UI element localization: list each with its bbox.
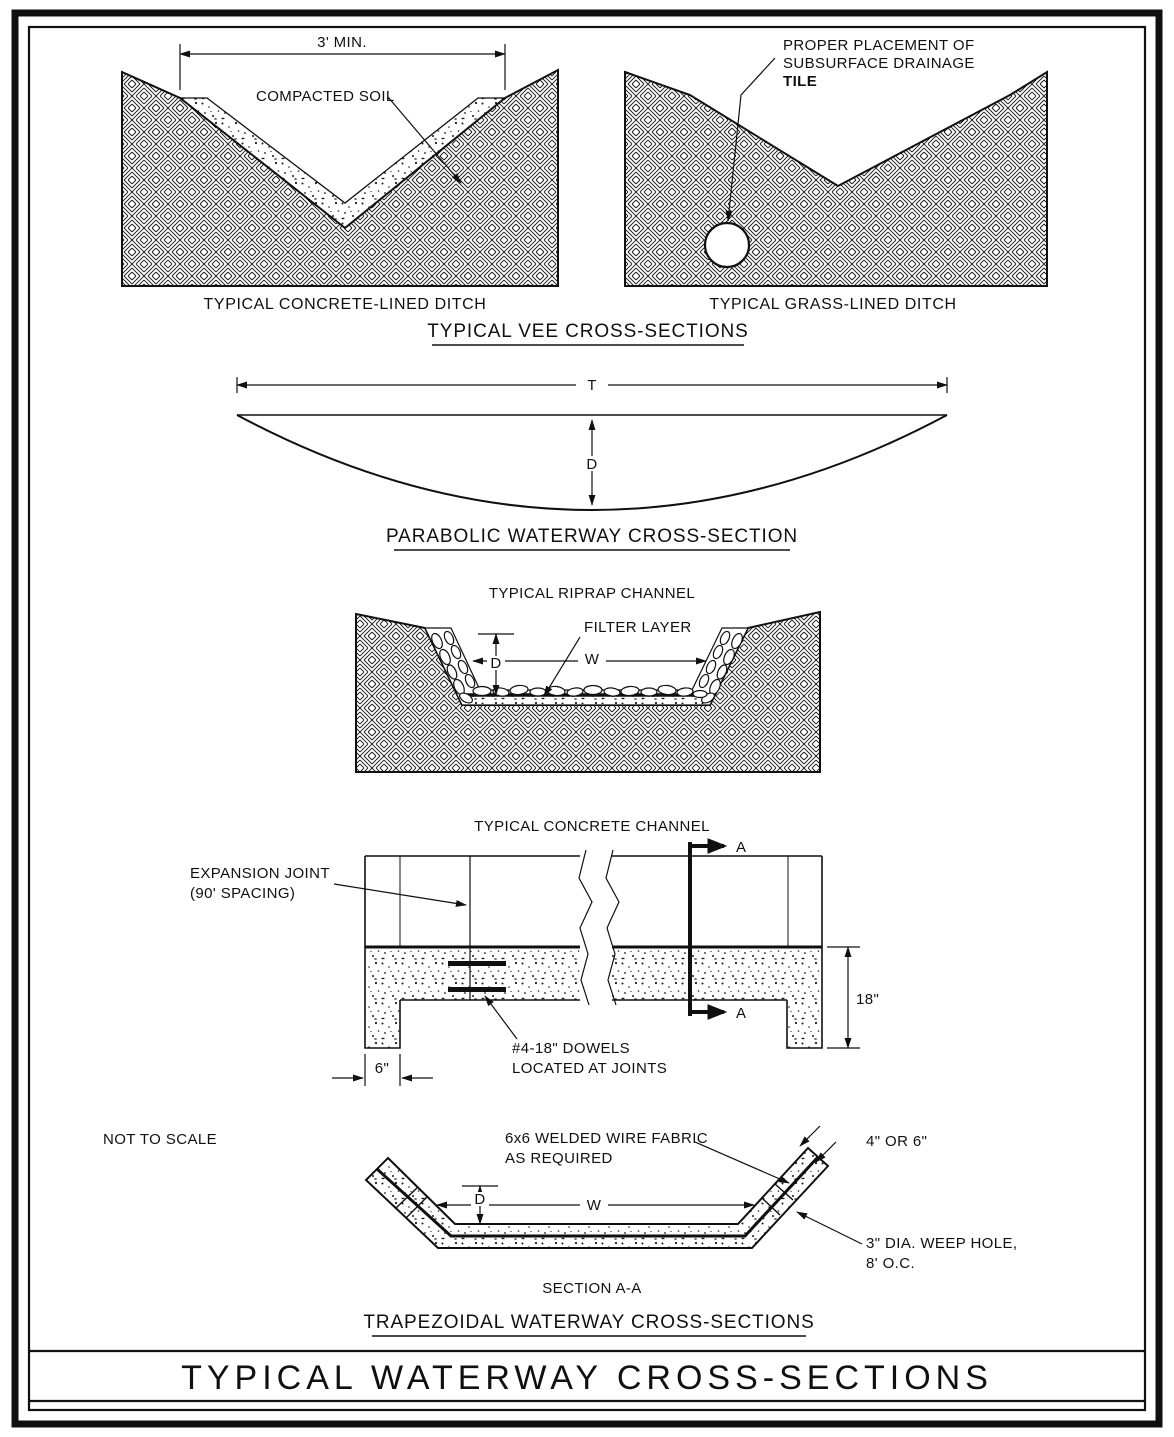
vee-title-text: TYPICAL VEE CROSS-SECTIONS: [427, 321, 748, 342]
label-gap: [580, 1197, 608, 1212]
riprap-title: TYPICAL RIPRAP CHANNEL: [489, 585, 695, 602]
concrete-lining: [178, 97, 507, 229]
slab-thickness-callout: 4" OR 6": [799, 1125, 927, 1163]
sheet-title: TYPICAL WATERWAY CROSS-SECTIONS: [181, 1359, 993, 1397]
slab-thickness-label: 4" OR 6": [866, 1133, 927, 1150]
left-joint-lines: [395, 1186, 429, 1219]
riprap-stones: [431, 630, 743, 704]
label-gap: [487, 656, 505, 670]
filter-layer-callout: FILTER LAYER: [543, 619, 692, 697]
dim-W-label: W: [587, 1197, 602, 1214]
compacted-soil-label: COMPACTED SOIL: [256, 88, 395, 105]
dim-D-label: D: [490, 655, 501, 672]
break-line: [578, 849, 593, 1006]
parabolic-waterway-figure: T D PARABOLIC WATERWAY CROSS-SECTION: [236, 374, 948, 551]
dowel-bar: [448, 961, 506, 966]
drainage-tile-callout: PROPER PLACEMENT OF SUBSURFACE DRAINAGE …: [725, 37, 975, 222]
expansion-joint-callout: EXPANSION JOINT (90' SPACING): [190, 865, 467, 907]
tile-label-line3: TILE: [783, 73, 817, 90]
filter-layer-label: FILTER LAYER: [584, 619, 692, 636]
vee-section-title: TYPICAL VEE CROSS-SECTIONS: [427, 321, 748, 346]
dowels-callout: #4-18" DOWELS LOCATED AT JOINTS: [484, 995, 667, 1077]
weep-hole-lines: [761, 1183, 794, 1216]
left-wall: [365, 1000, 400, 1048]
dim-T-label: T: [587, 377, 597, 394]
not-to-scale-note: NOT TO SCALE: [103, 1131, 217, 1148]
channel-slab-section: [364, 945, 823, 1049]
dim-W-label: W: [585, 651, 600, 668]
riprap-channel-figure: TYPICAL RIPRAP CHANNEL: [355, 585, 821, 773]
concrete-lined-ditch-figure: 3' MIN. COMPACTED SOIL TYPICAL CONCRETE-…: [121, 34, 559, 313]
expansion-joint-label-line1: EXPANSION JOINT: [190, 865, 330, 882]
dim-18in-label: 18": [856, 991, 879, 1008]
drainage-tile: [703, 221, 751, 269]
cut-marker-bottom: A: [736, 1005, 746, 1022]
section-aa-caption: SECTION A-A: [542, 1280, 641, 1297]
concrete-channel-figure: TYPICAL CONCRETE CHANNEL: [190, 818, 879, 1086]
grass-ditch-caption: TYPICAL GRASS-LINED DITCH: [709, 296, 956, 313]
label-gap: [576, 374, 608, 390]
concrete-ditch-caption: TYPICAL CONCRETE-LINED DITCH: [204, 296, 487, 313]
outer-border: [11, 9, 1163, 1428]
break-line: [605, 849, 620, 1006]
expansion-joint-label-line2: (90' SPACING): [190, 885, 295, 902]
section-cut-A-A: A A: [688, 838, 746, 1022]
parabolic-curve: [236, 414, 948, 511]
dim-D-label: D: [586, 456, 597, 473]
wire-fabric-callout: 6x6 WELDED WIRE FABRIC AS REQUIRED: [505, 1130, 790, 1184]
earth-hatch: [624, 70, 1048, 287]
weep-hole-label-line2: 8' O.C.: [866, 1255, 915, 1272]
tile-label-line2: SUBSURFACE DRAINAGE: [783, 55, 975, 72]
dim-6in: 6": [332, 1054, 433, 1086]
dim-3ft-label: 3' MIN.: [317, 34, 367, 51]
label-gap: [583, 456, 601, 471]
concrete-shell: [364, 1146, 830, 1249]
dim-D-label: D: [474, 1191, 485, 1208]
label-gap: [471, 1192, 489, 1206]
dowel-bar: [448, 987, 506, 992]
dowels-label-line1: #4-18" DOWELS: [512, 1040, 630, 1057]
title-block: TYPICAL WATERWAY CROSS-SECTIONS: [29, 1349, 1145, 1403]
compacted-soil-callout: COMPACTED SOIL: [256, 88, 462, 184]
dim-18in: 18": [827, 946, 879, 1049]
filter-layer-band: [464, 696, 708, 704]
weep-hole-label-line1: 3" DIA. WEEP HOLE,: [866, 1235, 1017, 1252]
label-gap: [578, 652, 606, 667]
riprap-band: [424, 627, 749, 706]
fabric-label-line1: 6x6 WELDED WIRE FABRIC: [505, 1130, 708, 1147]
grass-lined-ditch-figure: PROPER PLACEMENT OF SUBSURFACE DRAINAGE …: [624, 37, 1048, 313]
parabolic-caption: PARABOLIC WATERWAY CROSS-SECTION: [386, 526, 798, 547]
dim-6in-label: 6": [375, 1060, 389, 1077]
dim-3ft-min: 3' MIN.: [179, 34, 506, 90]
trapezoidal-caption: TRAPEZOIDAL WATERWAY CROSS-SECTIONS: [363, 1312, 814, 1333]
inner-border: [27, 25, 1147, 1412]
concrete-channel-title: TYPICAL CONCRETE CHANNEL: [474, 818, 710, 835]
right-wall: [787, 1000, 822, 1048]
weep-hole-callout: 3" DIA. WEEP HOLE, 8' O.C.: [796, 1211, 1017, 1272]
tile-label-line1: PROPER PLACEMENT OF: [783, 37, 975, 54]
fabric-label-line2: AS REQUIRED: [505, 1150, 613, 1167]
wire-fabric-line: [375, 1155, 820, 1238]
dowels-label-line2: LOCATED AT JOINTS: [512, 1060, 667, 1077]
trapezoidal-section-figure: NOT TO SCALE D W 6x6 WELDED WIRE FABRIC …: [103, 1125, 1017, 1337]
cut-marker-top: A: [736, 839, 746, 856]
